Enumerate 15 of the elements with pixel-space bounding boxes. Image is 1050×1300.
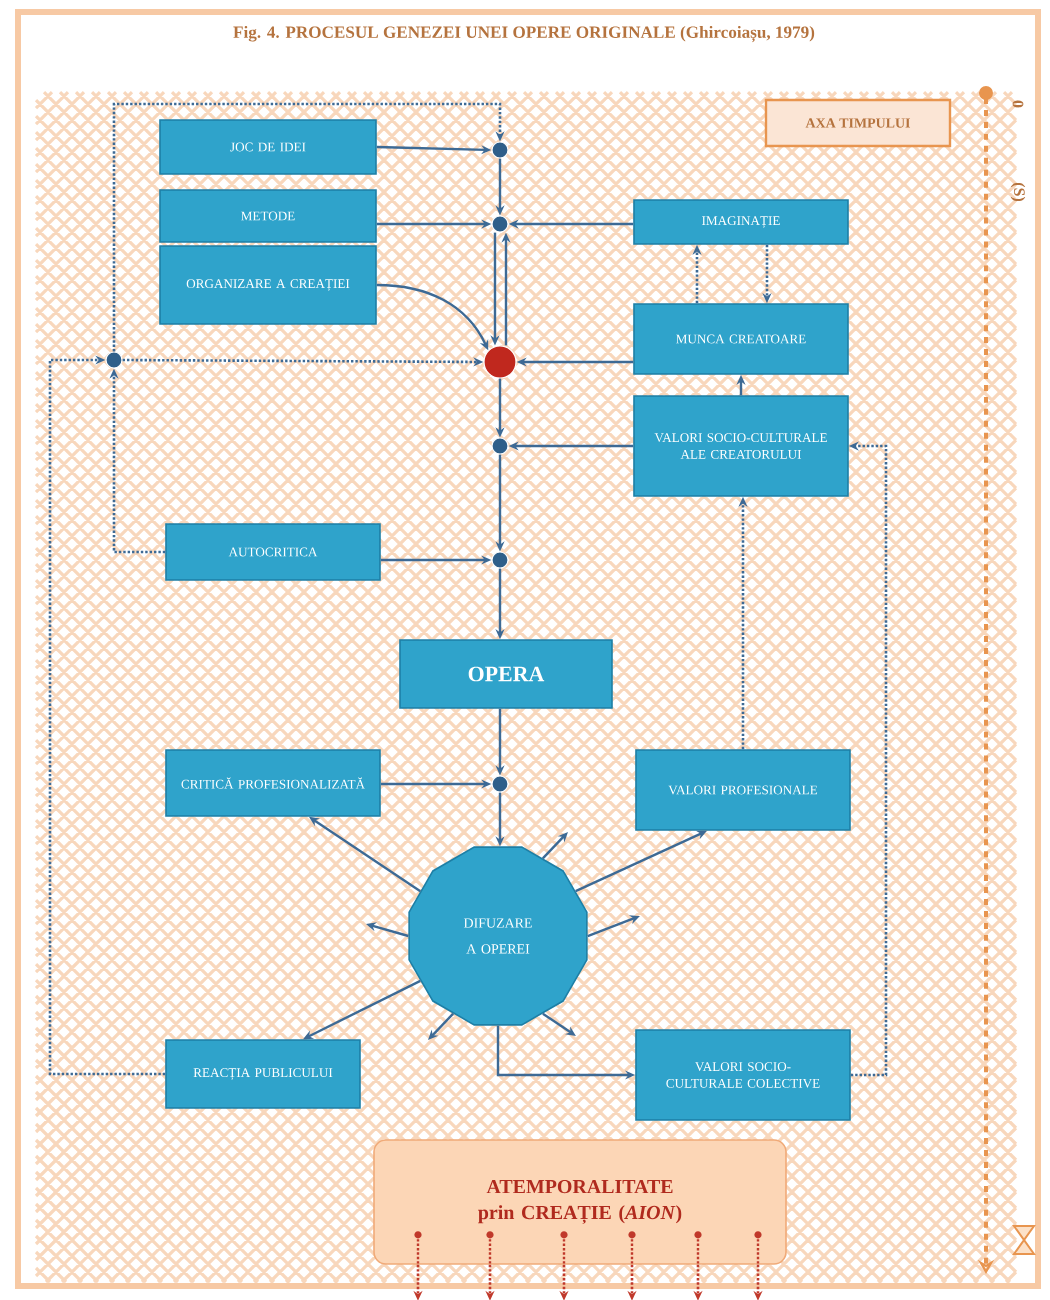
rounded-box: ATEMPORALITATE prin CREAȚIE (AION) [373, 1139, 787, 1265]
junction-dot [491, 775, 509, 793]
dotted-arrow [112, 102, 505, 352]
process-box: OPERA [399, 639, 613, 709]
arrow [428, 1012, 455, 1040]
arrow [541, 832, 568, 860]
junction-dot [105, 351, 123, 369]
junction-dot [491, 551, 509, 569]
junction-dot [491, 215, 509, 233]
title: Fig. 4. PROCESUL GENEZEI UNEI OPERE ORIGINALE (Ghircoiașu, 1979) [233, 25, 815, 43]
junction-dot [491, 437, 509, 455]
junction-dot [491, 141, 509, 159]
large-dot [483, 345, 517, 379]
dotted-arrow [48, 355, 166, 1076]
arrow [542, 1012, 576, 1036]
